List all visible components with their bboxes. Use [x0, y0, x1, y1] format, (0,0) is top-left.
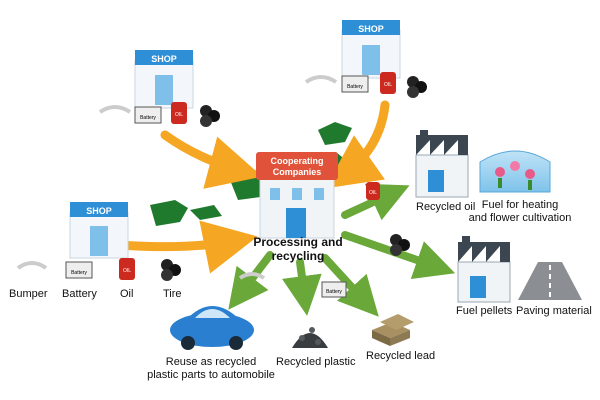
- label-fuel-heating: Fuel for heating and flower cultivation: [466, 199, 574, 224]
- greenhouse: [479, 150, 551, 193]
- svg-text:SHOP: SHOP: [151, 54, 177, 64]
- items-top-left: Battery OIL: [98, 102, 220, 127]
- svg-text:Battery: Battery: [347, 84, 363, 90]
- paving-road: [518, 262, 582, 300]
- car: [170, 306, 254, 350]
- lead-ingots: [372, 314, 414, 346]
- oil-can-on-arrow: OIL: [366, 182, 380, 200]
- items-top-right: Battery OIL: [304, 72, 427, 98]
- center-caption-line1: Processing and: [253, 235, 343, 249]
- svg-text:OIL: OIL: [123, 268, 131, 274]
- tires-on-arrow: [390, 234, 410, 256]
- label-tire: Tire: [163, 288, 182, 300]
- label-recycled-oil: Recycled oil: [416, 201, 476, 213]
- center-caption: Processing and recycling: [246, 235, 350, 264]
- center-caption-line2: recycling: [271, 248, 325, 263]
- shop-top-right: SHOP: [341, 20, 401, 79]
- factory-recycled-oil: [415, 130, 469, 198]
- svg-text:OIL: OIL: [175, 112, 183, 118]
- label-bumper: Bumper: [9, 288, 48, 300]
- label-fuel-heating-line2: and flower cultivation: [468, 211, 572, 224]
- svg-text:SHOP: SHOP: [358, 24, 384, 34]
- shop-top-left: SHOP: [134, 50, 194, 109]
- battery-on-arrow: Battery: [321, 281, 347, 298]
- svg-text:Battery: Battery: [71, 270, 87, 276]
- label-paving-material: Paving material: [516, 305, 592, 317]
- cooperating-companies-building: Cooperating Companies: [256, 152, 338, 239]
- svg-text:Cooperating: Cooperating: [271, 156, 324, 166]
- label-recycled-plastic: Recycled plastic: [276, 356, 356, 368]
- shop-left: SHOP: [69, 202, 129, 259]
- label-oil: Oil: [120, 288, 134, 300]
- svg-text:OIL: OIL: [369, 190, 377, 196]
- input-arrows: [115, 100, 390, 274]
- svg-text:OIL: OIL: [384, 82, 392, 88]
- svg-text:SHOP: SHOP: [86, 206, 112, 216]
- label-fuel-heating-line1: Fuel for heating: [481, 199, 559, 211]
- svg-text:Battery: Battery: [140, 115, 156, 121]
- label-recycled-lead: Recycled lead: [366, 350, 436, 362]
- label-reuse-line1: Reuse as recycled: [165, 356, 257, 368]
- factory-fuel-pellets: [457, 236, 511, 303]
- svg-text:Companies: Companies: [273, 167, 322, 177]
- label-fuel-pellets: Fuel pellets: [456, 305, 513, 317]
- input-items-row: Battery OIL: [16, 258, 181, 281]
- svg-text:Battery: Battery: [326, 289, 342, 295]
- label-battery: Battery: [62, 288, 97, 300]
- label-reuse-line2: plastic parts to automobile: [147, 368, 275, 381]
- label-reuse: Reuse as recycled plastic parts to autom…: [146, 356, 276, 381]
- plastic-pile: [292, 327, 328, 348]
- bumper-on-arrow: [238, 272, 266, 280]
